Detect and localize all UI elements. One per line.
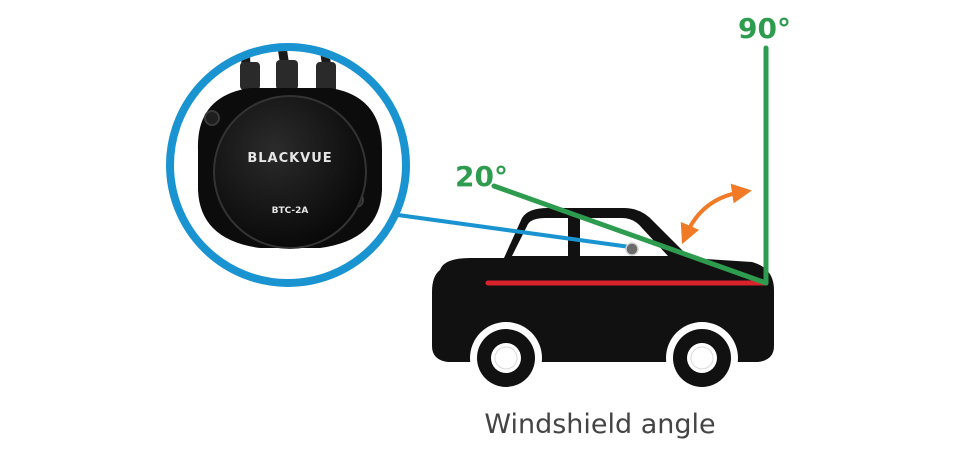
device-brand-text: BLACKVUE: [247, 151, 332, 166]
double-arrow-icon: [680, 183, 752, 245]
angle-label-20: 20°: [455, 160, 508, 193]
mount-point-icon: [625, 242, 639, 256]
device-model-text: BTC-2A: [272, 206, 309, 216]
callout-line-top: [397, 213, 631, 249]
angle-label-90: 90°: [738, 12, 791, 45]
car-silhouette-icon: [432, 208, 774, 394]
camera-mount-icon: BLACKVUE BTC-2A: [166, 43, 410, 287]
diagram-caption: Windshield angle: [484, 409, 715, 440]
twenty-degree-line: [491, 183, 769, 286]
